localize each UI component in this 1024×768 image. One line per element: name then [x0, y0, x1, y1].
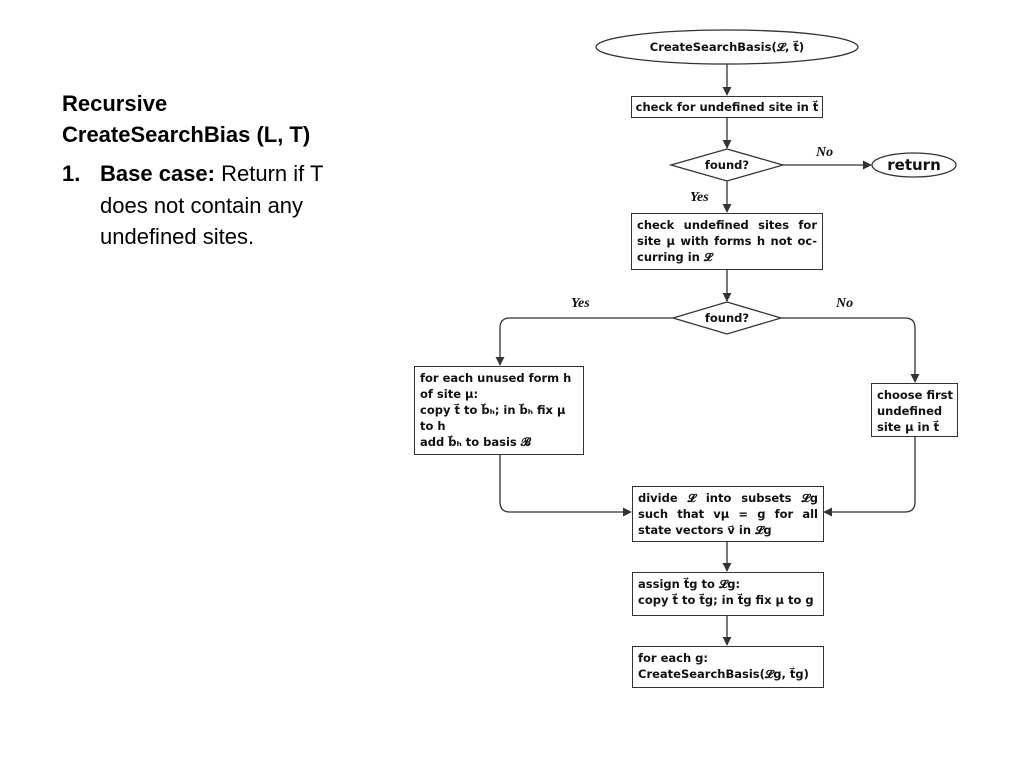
choose-site-box: choose first undefined site μ in t⃗	[871, 383, 958, 437]
decision-2-label: found?	[704, 311, 750, 325]
unused-forms-box: for each unused form h of site μ: copy t…	[414, 366, 584, 455]
return-ellipse	[871, 152, 957, 178]
recurse-line-1: for each g:	[638, 651, 708, 665]
check-forms-line-2: site μ with forms h not oc-	[637, 234, 817, 248]
assign-line-2: copy t⃗ to t⃗g; in t⃗g fix μ to g	[638, 593, 814, 607]
divide-line-1: divide 𝓛 into subsets 𝓛g	[638, 491, 818, 505]
choose-site-line-2: undefined	[877, 404, 943, 418]
decision-2-no-label: No	[836, 296, 854, 311]
unused-forms-line-1: for each unused form h	[420, 371, 572, 385]
bullet-body: Base case: Return if T does not contain …	[100, 158, 362, 252]
decision-2-yes-label: Yes	[571, 296, 590, 311]
choose-site-line-3: site μ in t⃗	[877, 420, 940, 434]
divide-line-2: such that vμ = g for all	[638, 507, 818, 521]
check-forms-box: check undefined sites for site μ with fo…	[631, 213, 823, 270]
arrow-decision-2-yes	[495, 317, 673, 366]
unused-forms-line-2: of site μ:	[420, 387, 479, 401]
decision-1-no-label: No	[816, 145, 834, 160]
check-site-box: check for undefined site in t⃗	[631, 96, 823, 118]
arrow-unused-to-divide	[499, 455, 632, 517]
unused-forms-line-4: to h	[420, 419, 446, 433]
divide-line-3: state vectors v⃗ in 𝓛g	[638, 523, 772, 537]
decision-1-yes-label: Yes	[690, 190, 709, 205]
bullet-number: 1.	[62, 161, 81, 187]
unused-forms-line-3: copy t⃗ to b⃗ₕ; in b⃗ₕ fix μ	[420, 403, 566, 417]
check-forms-line-1: check undefined sites for	[637, 218, 817, 232]
divide-box: divide 𝓛 into subsets 𝓛g such that vμ = …	[632, 486, 824, 542]
return-node: return	[887, 156, 941, 174]
check-forms-line-3: curring in 𝓛	[637, 250, 713, 264]
bullet-base-case: 1. Base case: Return if T does not conta…	[62, 158, 362, 252]
slide-title: Recursive CreateSearchBias (L, T)	[62, 88, 362, 150]
slide-text: Recursive CreateSearchBias (L, T) 1. Bas…	[62, 88, 362, 252]
bullet-label: Base case:	[100, 161, 215, 187]
assign-box: assign t⃗g to 𝓛g: copy t⃗ to t⃗g; in t⃗g…	[632, 572, 824, 616]
start-node: CreateSearchBasis(𝓛, t⃗)	[649, 40, 805, 54]
decision-1-label: found?	[704, 158, 750, 172]
recurse-box: for each g: CreateSearchBasis(𝓛g, t⃗g)	[632, 646, 824, 688]
title-line-1: Recursive	[62, 91, 168, 116]
arrow-decision-2-no	[781, 317, 920, 383]
assign-line-1: assign t⃗g to 𝓛g:	[638, 577, 741, 591]
choose-site-line-1: choose first	[877, 388, 953, 402]
title-line-2: CreateSearchBias (L, T)	[62, 122, 311, 148]
decision-2-diamond	[670, 301, 784, 335]
unused-forms-line-5: add b⃗ₕ to basis 𝓑	[420, 435, 531, 449]
arrow-choose-to-divide	[823, 437, 916, 517]
bullet-text: Return if T does not contain any undefin…	[100, 161, 324, 249]
recurse-line-2: CreateSearchBasis(𝓛g, t⃗g)	[638, 667, 809, 681]
